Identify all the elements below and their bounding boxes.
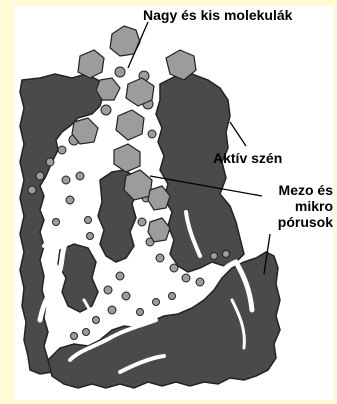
small-molecule: [152, 298, 160, 306]
small-molecule: [35, 171, 45, 181]
small-molecule: [107, 305, 117, 315]
leader-line-pores: [149, 175, 263, 197]
small-molecule: [181, 273, 191, 283]
pore-channels: [37, 210, 255, 374]
pore-channel: [184, 210, 202, 258]
pore-channel: [42, 210, 66, 248]
pore-channel: [37, 237, 71, 323]
leader-line-carbon: [229, 121, 247, 147]
small-molecule: [168, 292, 176, 300]
large-molecule: [77, 49, 105, 79]
large-molecule: [125, 77, 155, 107]
carbon-lower-arm: [57, 243, 99, 313]
label-pores: Mezo és mikro pórusok: [245, 182, 333, 230]
small-molecule: [84, 216, 92, 224]
label-pores-text: Mezo és mikro pórusok: [277, 182, 333, 230]
large-molecule: [71, 117, 99, 145]
large-molecule: [115, 109, 145, 141]
small-molecule: [169, 263, 179, 273]
small-molecule: [114, 66, 126, 78]
small-molecule: [92, 316, 100, 324]
large-molecule: [165, 49, 197, 81]
carbon-right-mass: [155, 73, 245, 273]
pore-channel: [118, 354, 166, 374]
small-molecule: [222, 250, 230, 258]
small-molecule: [27, 185, 37, 195]
label-activated-carbon: Aktív szén: [213, 150, 283, 166]
small-molecule: [100, 104, 112, 116]
small-molecule: [136, 308, 144, 316]
small-molecule: [115, 271, 125, 281]
small-molecule: [103, 285, 113, 295]
large-molecule: [95, 77, 121, 101]
pore-channel: [82, 298, 106, 328]
small-molecule: [210, 252, 218, 260]
small-molecule: [147, 129, 157, 139]
small-molecule: [61, 175, 71, 185]
large-molecule: [147, 185, 171, 211]
pore-channel: [68, 318, 158, 362]
large-molecule: [113, 143, 141, 173]
small-molecule: [195, 277, 205, 287]
pore-channel: [205, 259, 255, 313]
label-leader-lines: [127, 21, 271, 275]
activated-carbon-block: [19, 73, 281, 389]
small-molecule: [155, 253, 165, 263]
small-molecule: [121, 291, 131, 301]
leader-line-pores-2: [263, 233, 271, 275]
small-molecules: [27, 66, 230, 340]
large-molecules: [71, 25, 197, 243]
small-molecule: [52, 218, 60, 226]
small-molecule: [65, 195, 75, 205]
small-molecule: [86, 232, 94, 240]
small-molecule: [75, 171, 85, 181]
carbon-left-mass: [19, 73, 105, 375]
small-molecule: [137, 217, 147, 227]
small-molecule: [70, 332, 78, 340]
small-molecule: [45, 157, 55, 167]
pore-channel: [230, 298, 246, 350]
small-molecule: [82, 328, 90, 336]
small-molecule: [57, 145, 67, 155]
large-molecule: [147, 217, 171, 243]
label-molecules: Nagy és kis molekulák: [143, 7, 293, 23]
leader-line-molecules: [127, 21, 149, 69]
